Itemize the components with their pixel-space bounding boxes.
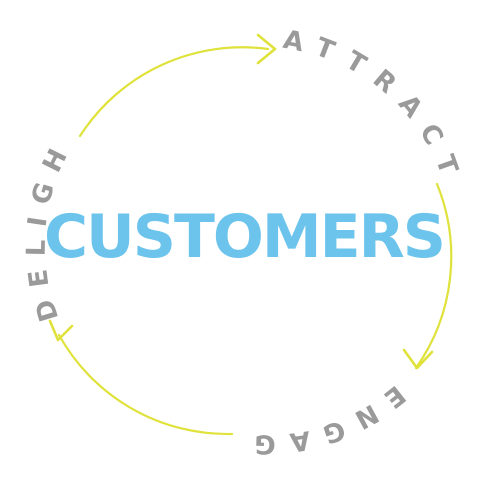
stage-label-delight: DELIGHT bbox=[0, 0, 79, 325]
cycle-arcs bbox=[57, 46, 453, 436]
stage-label-attract-text: ATTRACT bbox=[281, 25, 454, 192]
arrowhead-icon bbox=[256, 33, 277, 65]
center-title: CUSTOMERS bbox=[44, 202, 444, 272]
arrowheads bbox=[48, 33, 434, 370]
arc-engage-to-delight bbox=[57, 333, 234, 436]
stage-label-delight-text: DELIGHT bbox=[0, 0, 67, 325]
stage-label-attract: ATTRACT bbox=[281, 25, 468, 192]
arc-delight-to-attract bbox=[78, 46, 270, 138]
arrowhead-icon bbox=[402, 348, 434, 370]
arrowhead-icon bbox=[48, 319, 74, 342]
arc-attract-to-engage bbox=[414, 182, 453, 370]
